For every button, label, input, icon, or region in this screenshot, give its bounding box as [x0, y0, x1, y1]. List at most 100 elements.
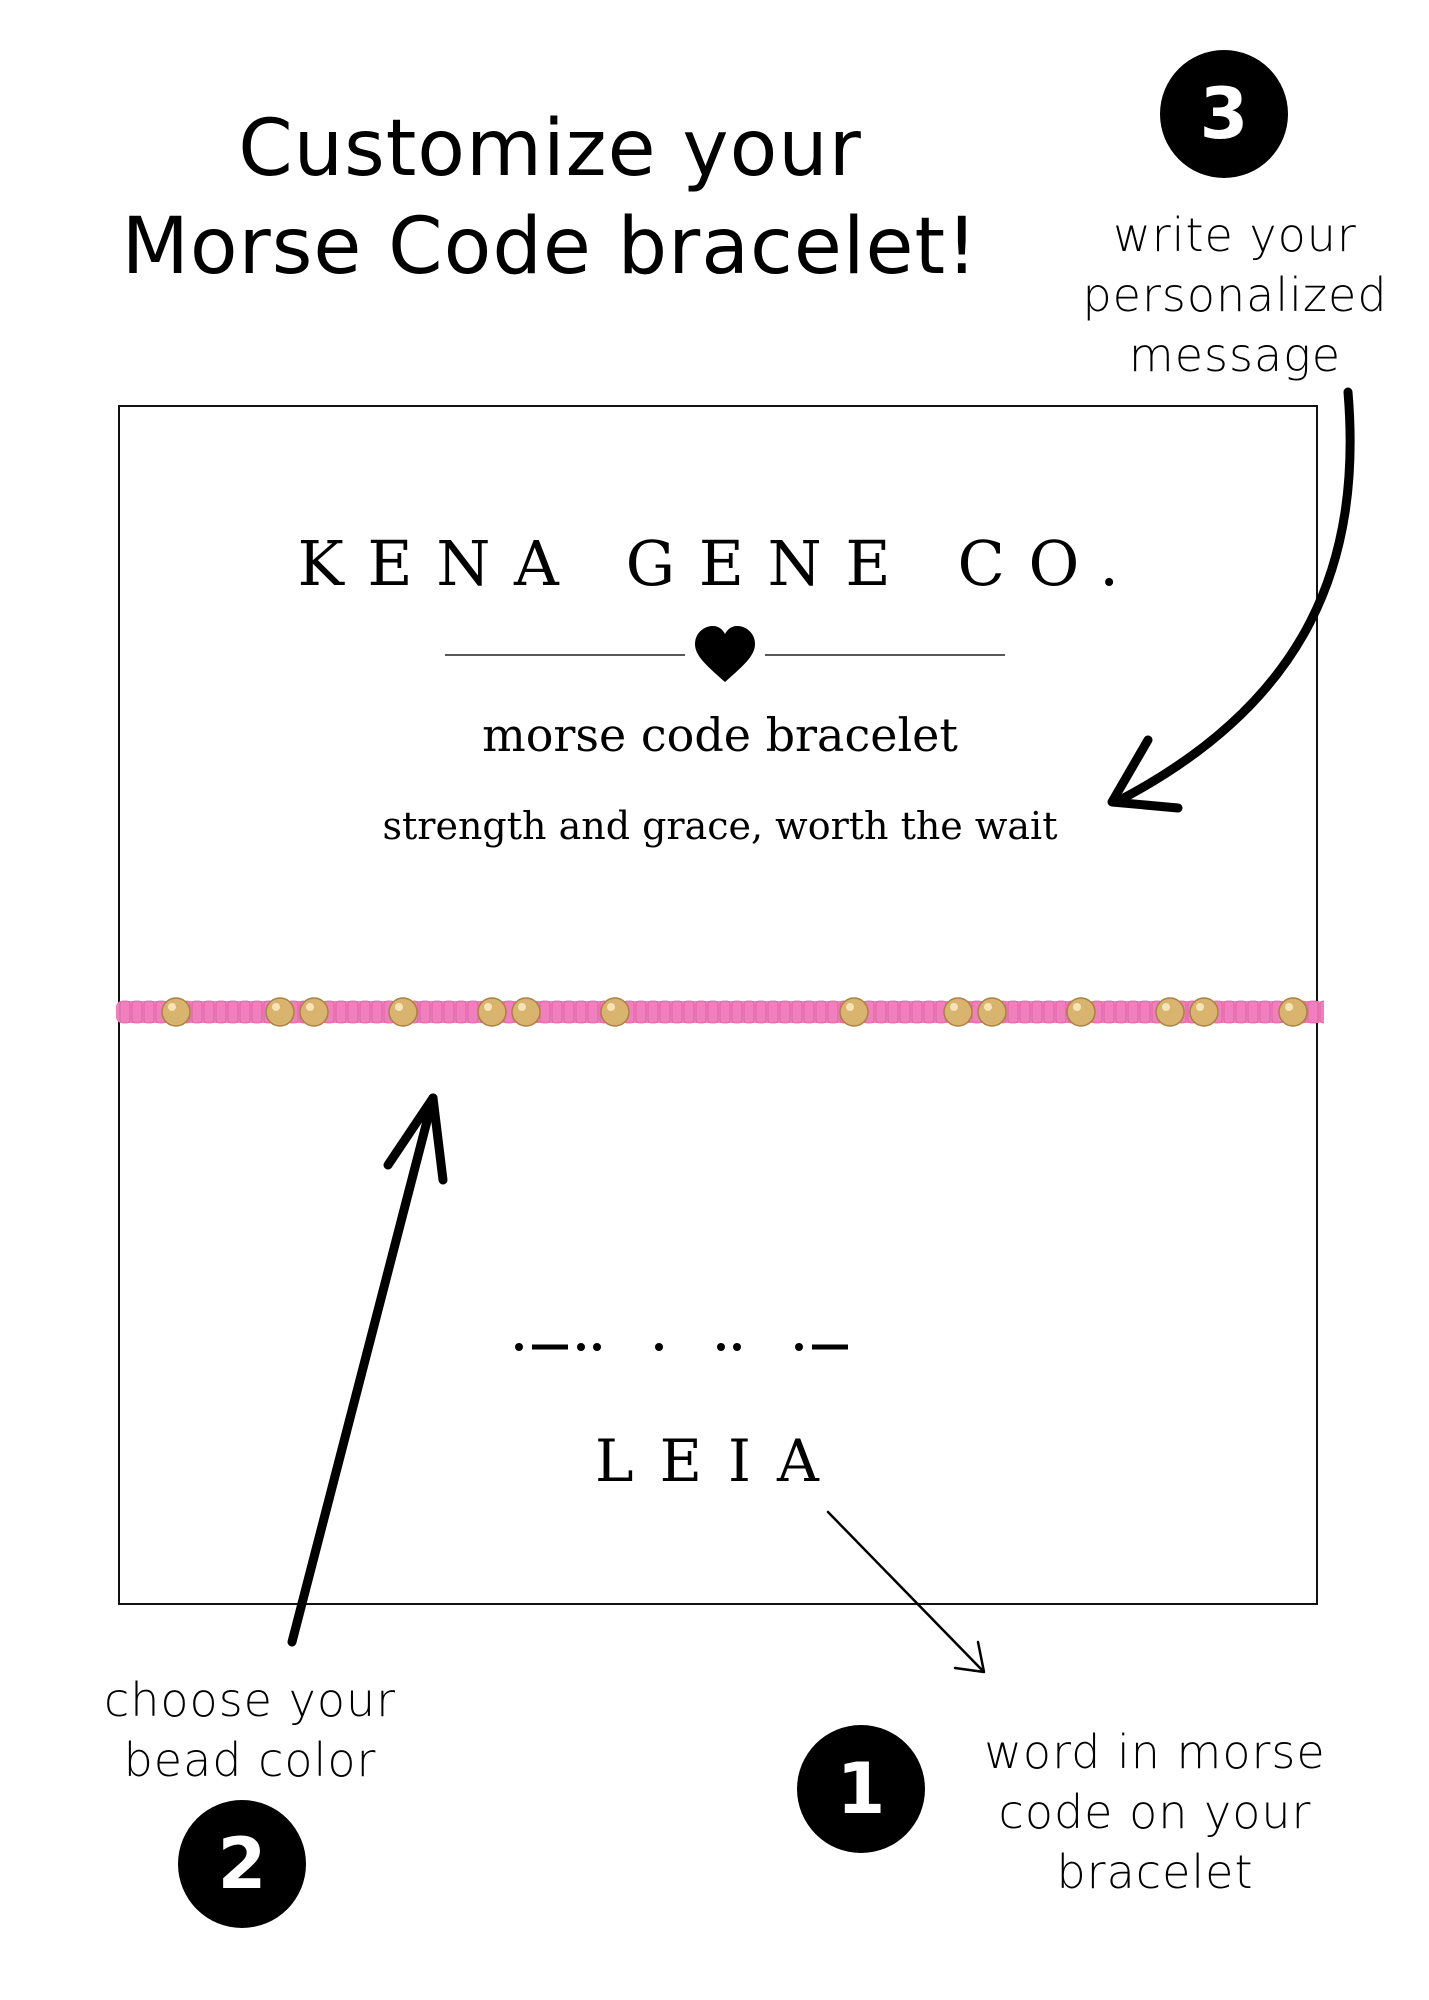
seed-bead	[1019, 1000, 1031, 1024]
metal-bead-highlight	[395, 1003, 403, 1011]
seed-bead	[575, 1000, 587, 1024]
metal-bead	[1278, 997, 1308, 1027]
callout-line: choose your	[103, 1673, 397, 1727]
seed-bead	[1259, 1000, 1271, 1024]
callout-line: message	[1128, 328, 1342, 382]
callout-bead-color: choose your bead color	[70, 1670, 430, 1790]
product-title: morse code bracelet	[482, 708, 958, 762]
metal-bead	[265, 997, 295, 1027]
seed-bead	[539, 1000, 551, 1024]
seed-bead	[899, 1000, 911, 1024]
seed-bead	[887, 1000, 899, 1024]
seed-bead	[647, 1000, 659, 1024]
seed-bead	[335, 1000, 347, 1024]
metal-bead-highlight	[272, 1003, 280, 1011]
step-1-badge: 1	[797, 1725, 925, 1853]
seed-bead	[659, 1000, 671, 1024]
arrow-head-word	[953, 1640, 986, 1674]
metal-bead	[839, 997, 869, 1027]
seed-bead	[635, 1000, 647, 1024]
custom-word: LEIA	[594, 1427, 846, 1495]
metal-bead-highlight	[306, 1003, 314, 1011]
seed-bead	[1031, 1000, 1043, 1024]
seed-bead	[791, 1000, 803, 1024]
metal-bead	[161, 997, 191, 1027]
metal-bead	[1066, 997, 1096, 1027]
seed-bead	[827, 1000, 839, 1024]
brand-name: KENA GENE CO.	[297, 527, 1143, 600]
metal-bead-highlight	[607, 1003, 615, 1011]
metal-bead-highlight	[168, 1003, 176, 1011]
seed-bead	[215, 1000, 227, 1024]
seed-bead	[371, 1000, 383, 1024]
metal-bead-highlight	[846, 1003, 854, 1011]
seed-bead	[1127, 1000, 1139, 1024]
seed-bead	[239, 1000, 251, 1024]
metal-bead	[1189, 997, 1219, 1027]
step-3-badge: 3	[1160, 50, 1288, 178]
metal-bead-highlight	[1196, 1003, 1204, 1011]
callout-line: personalized	[1082, 268, 1388, 322]
seed-bead	[191, 1000, 203, 1024]
seed-bead	[875, 1000, 887, 1024]
morse-dash	[812, 1344, 848, 1350]
morse-code-display	[120, 1322, 1320, 1372]
seed-bead	[755, 1000, 767, 1024]
seed-bead	[731, 1000, 743, 1024]
seed-bead	[359, 1000, 371, 1024]
seed-bead	[203, 1000, 215, 1024]
seed-bead	[671, 1000, 683, 1024]
callout-line: bead color	[123, 1733, 377, 1787]
seed-bead	[743, 1000, 755, 1024]
bracelet-image	[116, 997, 1324, 1027]
morse-dot	[577, 1343, 585, 1351]
morse-dot	[733, 1343, 741, 1351]
seed-bead	[1115, 1000, 1127, 1024]
personal-message: strength and grace, worth the wait	[382, 804, 1058, 848]
morse-dot	[593, 1343, 601, 1351]
page-title-line-1: Customize your	[238, 104, 862, 194]
seed-bead	[131, 1000, 143, 1024]
seed-bead	[551, 1000, 563, 1024]
metal-bead-highlight	[950, 1003, 958, 1011]
metal-bead-highlight	[1285, 1003, 1293, 1011]
seed-bead	[803, 1000, 815, 1024]
seed-bead	[227, 1000, 239, 1024]
metal-bead-highlight	[984, 1003, 992, 1011]
callout-line: code on your	[998, 1785, 1312, 1839]
metal-bead	[977, 997, 1007, 1027]
callout-line: write your	[1113, 208, 1357, 262]
seed-bead	[563, 1000, 575, 1024]
product-card: KENA GENE CO. morse code bracelet streng…	[116, 405, 1324, 1605]
callout-line: word in morse	[984, 1725, 1326, 1779]
morse-dot	[717, 1343, 725, 1351]
seed-bead	[707, 1000, 719, 1024]
seed-bead	[419, 1000, 431, 1024]
metal-bead-highlight	[1162, 1003, 1170, 1011]
metal-bead	[388, 997, 418, 1027]
seed-bead	[1139, 1000, 1151, 1024]
seed-bead	[815, 1000, 827, 1024]
heart-divider	[445, 626, 1005, 682]
seed-bead	[431, 1000, 443, 1024]
seed-bead	[767, 1000, 779, 1024]
callout-personalized-message: write your personalized message	[1040, 205, 1429, 385]
seed-bead	[467, 1000, 479, 1024]
heart-icon	[695, 626, 755, 682]
seed-bead	[1223, 1000, 1235, 1024]
seed-bead	[119, 1000, 131, 1024]
seed-bead	[1307, 1000, 1319, 1024]
metal-bead	[299, 997, 329, 1027]
seed-bead	[1043, 1000, 1055, 1024]
seed-bead	[1103, 1000, 1115, 1024]
seed-bead	[347, 1000, 359, 1024]
seed-bead	[443, 1000, 455, 1024]
seed-bead	[1235, 1000, 1247, 1024]
seed-bead	[683, 1000, 695, 1024]
seed-bead	[1055, 1000, 1067, 1024]
morse-dot	[655, 1343, 663, 1351]
morse-dash	[532, 1344, 568, 1350]
page-title: Customize your Morse Code bracelet!	[60, 100, 1040, 296]
callout-morse-word: word in morse code on your bracelet	[935, 1722, 1375, 1902]
callout-line: bracelet	[1056, 1845, 1254, 1899]
